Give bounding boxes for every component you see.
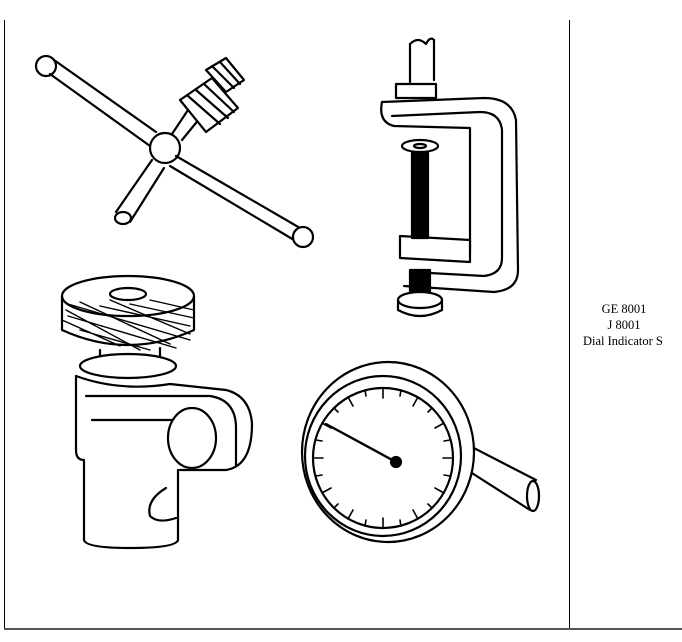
caption-tool-name: Dial Indicator S (583, 334, 663, 348)
caption-part-number-ge: GE 8001 (601, 302, 647, 316)
caption-part-number-j: J 8001 (607, 318, 641, 332)
tool-caption: GE 8001 J 8001 Dial Indicator S (572, 301, 682, 349)
dial-indicator (300, 360, 541, 544)
tool-illustration (34, 37, 541, 550)
table-left-border (4, 20, 5, 630)
table-bottom-border (4, 628, 682, 630)
table-column-divider (569, 20, 570, 630)
c-clamp (380, 37, 520, 318)
knurled-clamp-adapter (60, 274, 254, 550)
ball-handle-tool (34, 54, 315, 249)
